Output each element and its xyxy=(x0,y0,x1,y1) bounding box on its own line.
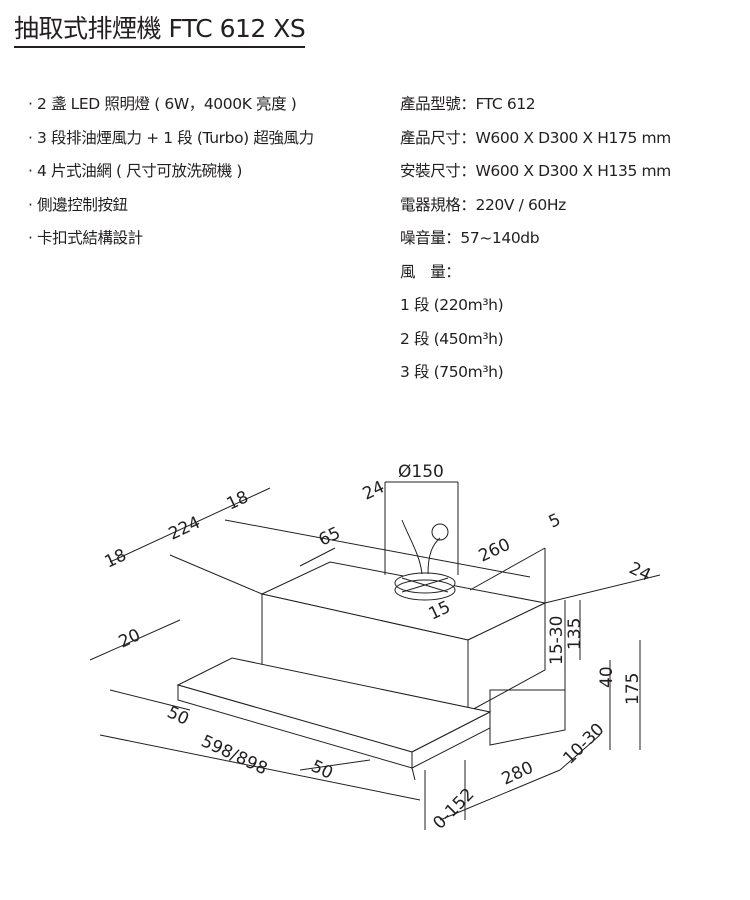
feature-item: · 3 段排油煙風力 + 1 段 (Turbo) 超強風力 xyxy=(28,128,314,147)
spec-product-size: 產品尺寸：W600 X D300 X H175 mm xyxy=(400,128,671,147)
spec-airflow-3: 3 段 (750m³h) xyxy=(400,363,504,381)
feature-item: · 4 片式油網 ( 尺寸可放洗碗機 ) xyxy=(28,162,243,180)
dim-top-18-right: 18 xyxy=(224,487,252,514)
dim-height-175: 175 xyxy=(623,673,643,705)
feature-list: · 2 盞 LED 照明燈 ( 6W，4000K 亮度 ) · 3 段排油煙風力… xyxy=(28,92,314,260)
dim-top-18-left: 18 xyxy=(102,545,130,572)
dim-top-224: 224 xyxy=(166,513,204,545)
spec-noise: 噪音量：57~140db xyxy=(400,229,540,247)
dim-depth-260: 260 xyxy=(476,535,514,567)
spec-airflow-2: 2 段 (450m³h) xyxy=(400,329,504,348)
dim-duct-diameter: Ø150 xyxy=(398,462,444,482)
dim-front-50-left: 50 xyxy=(164,702,192,729)
spec-electrical: 電器規格：220V / 60Hz xyxy=(400,195,566,214)
spec-list: 產品型號：FTC 612 產品尺寸：W600 X D300 X H175 mm … xyxy=(400,92,671,394)
spec-model: 產品型號：FTC 612 xyxy=(400,95,536,113)
dim-right-5: 5 xyxy=(546,510,564,533)
spec-install-size: 安裝尺寸：W600 X D300 X H135 mm xyxy=(400,162,671,180)
spec-airflow-label: 風 量： xyxy=(400,262,461,281)
dim-gap-10-30: 10-30 xyxy=(559,719,608,768)
dim-front-50-right: 50 xyxy=(308,756,336,783)
dim-duct-offset: 24 xyxy=(360,477,388,504)
dim-left-20: 20 xyxy=(116,625,144,652)
feature-item: · 卡扣式結構設計 xyxy=(28,229,143,247)
feature-item: · 側邊控制按鈕 xyxy=(28,195,128,214)
dim-height-40: 40 xyxy=(597,666,617,688)
feature-item: · 2 盞 LED 照明燈 ( 6W，4000K 亮度 ) xyxy=(28,95,297,113)
page-title: 抽取式排煙機 FTC 612 XS xyxy=(14,14,306,48)
dim-extension: 0-152 xyxy=(429,784,478,833)
dim-width: 598/898 xyxy=(198,731,270,779)
dim-height-135: 135 xyxy=(565,618,585,650)
dim-depth-280: 280 xyxy=(499,758,537,790)
hood-drawing xyxy=(89,481,661,830)
spec-airflow-1: 1 段 (220m³h) xyxy=(400,296,504,314)
dim-height-15-30: 15-30 xyxy=(547,616,567,665)
dim-right-24: 24 xyxy=(626,558,654,585)
dim-top-65: 65 xyxy=(316,523,344,550)
